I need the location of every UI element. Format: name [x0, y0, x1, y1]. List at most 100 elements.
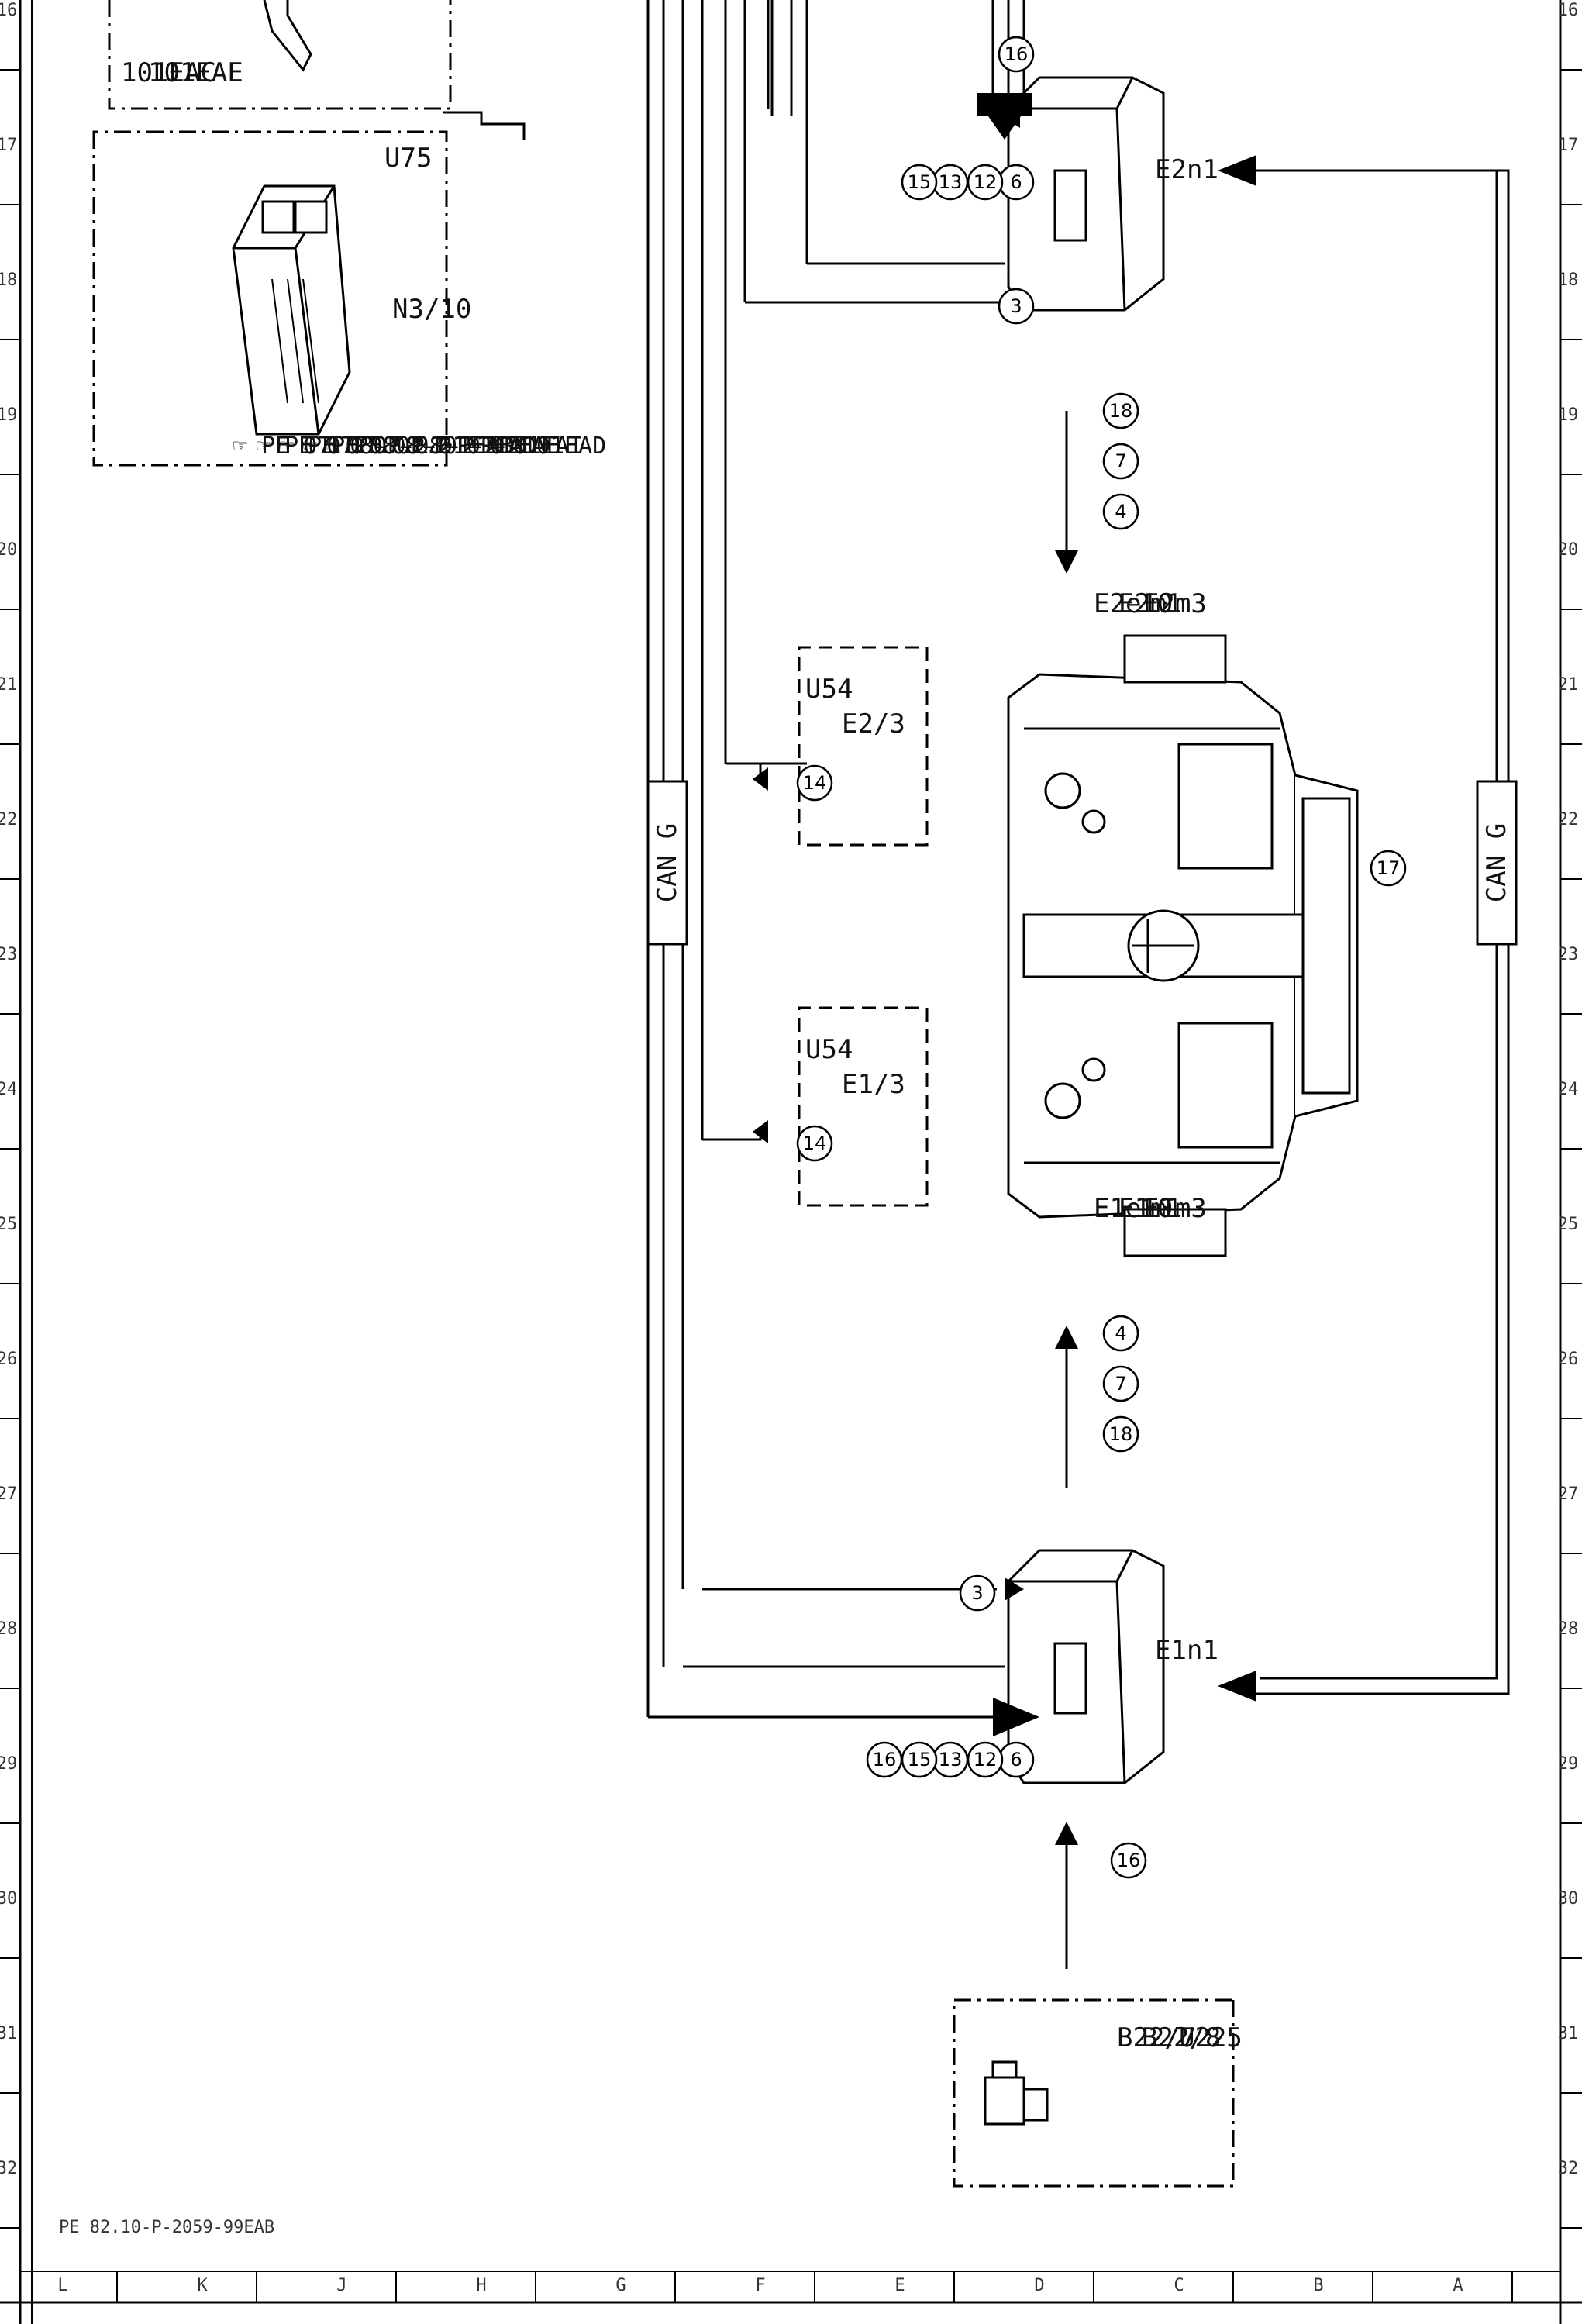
can-line-top [1245, 169, 1510, 781]
row-scale: 1616171718181919202021212222232324242525… [0, 1, 1582, 2229]
row-number-right: 22 [1558, 810, 1579, 829]
svg-text:12: 12 [974, 171, 998, 193]
column-letter: H [476, 2276, 486, 2295]
doc-id-text: PE 82.10-P-2059-99EAB [59, 2218, 274, 2237]
row-number-left: 28 [0, 1619, 17, 1639]
row-number-right: 32 [1558, 2159, 1579, 2178]
e1n1-out-4: 4 [1102, 1315, 1139, 1352]
u225-component: B22/7 [1117, 2022, 1196, 2053]
column-letter: F [755, 2276, 765, 2295]
can-g-left: CAN G [646, 780, 688, 946]
e1n1-input-bus-arrow [993, 1698, 1039, 1736]
e2n1-input-numbers: 16 6 12 13 15 3 [901, 36, 1035, 325]
top-left-line-1: 101EAC [121, 57, 216, 88]
row-number-right: 23 [1558, 945, 1579, 964]
u54-left-box [702, 1006, 929, 1207]
e2n1-input-13: 13 [932, 164, 969, 201]
ref-entry: ☞ PE 07.08-P-2101EAF [280, 433, 560, 460]
row-number-left: 20 [0, 540, 17, 560]
car-front-icon [1007, 634, 1359, 1257]
svg-text:12: 12 [974, 1749, 998, 1771]
row-number-left: 18 [0, 271, 17, 290]
e1n1-input-6: 6 [998, 1741, 1035, 1778]
svg-text:15: 15 [908, 171, 932, 193]
e1n1-input-wires [648, 1588, 1005, 1719]
row-number-left: 21 [0, 675, 17, 695]
svg-text:13: 13 [939, 1749, 963, 1771]
car-number: 17 [1370, 850, 1407, 887]
top-left-line-2: 101EAE [148, 57, 243, 88]
column-letter: E [894, 2276, 905, 2295]
e2n1-input-12: 12 [967, 164, 1004, 201]
n3-10-label: N3/10 [392, 294, 471, 325]
ecu-part-icon [263, 0, 312, 72]
e2n1-out-18: 18 [1102, 392, 1139, 429]
row-number-left: 19 [0, 405, 17, 425]
row-number-right: 28 [1558, 1619, 1579, 1639]
row-number-right: 16 [1558, 1, 1579, 20]
column-letter: D [1034, 2276, 1044, 2295]
u225-tag: U225 [1179, 2022, 1243, 2053]
row-number-left: 31 [0, 2024, 17, 2043]
can-g-right: CAN G [1476, 780, 1518, 946]
u54-right-box [726, 646, 929, 847]
u54-left-num: 14 [796, 1125, 833, 1162]
u54-right-tag: U54 [805, 674, 853, 705]
row-number-left: 32 [0, 2159, 17, 2178]
row-number-right: 26 [1558, 1350, 1579, 1369]
text-layer: PE 82.10-P-2059-99EAB101EAC101EAEU75N3/1… [59, 57, 1243, 2237]
row-number-left: 22 [0, 810, 17, 829]
e2n1-input-15: 15 [901, 164, 938, 201]
arrow-to-e2n1 [1218, 155, 1256, 186]
svg-text:3: 3 [1010, 295, 1022, 317]
e1-3-label: E1/3 [842, 1069, 905, 1100]
ref-entry: ☞ PE 07.08-P-2101EAD [257, 433, 536, 460]
svg-text:18: 18 [1109, 1423, 1133, 1445]
e1n1-input-15: 15 [901, 1741, 938, 1778]
row-number-right: 18 [1558, 271, 1579, 290]
e1n1-out-18: 18 [1102, 1415, 1139, 1453]
svg-text:15: 15 [908, 1749, 932, 1771]
ref-entry: ☞ PE 07.08-P-2101EAI [303, 433, 583, 460]
sensor-icon [984, 2060, 1049, 2126]
row-number-right: 21 [1558, 675, 1579, 695]
ref-entry: ☞ PE 07.08-P-2101EAB [233, 433, 513, 460]
svg-text:13: 13 [939, 171, 963, 193]
svg-text:4: 4 [1115, 1322, 1126, 1344]
column-letter: L [57, 2276, 67, 2295]
svg-text:16: 16 [873, 1749, 897, 1771]
can-g-label-left: CAN G [652, 823, 683, 902]
arrow-to-e1n1 [1218, 1671, 1256, 1702]
svg-text:7: 7 [1115, 1373, 1126, 1395]
u54-left-tag: U54 [805, 1034, 853, 1065]
svg-text:17: 17 [1377, 857, 1401, 879]
can-line-bottom [1241, 944, 1510, 1695]
column-letter: K [197, 2276, 208, 2295]
e1n1-module: E1n1 [1007, 1549, 1218, 1784]
e1n1-icon [1007, 1549, 1165, 1784]
column-letter: C [1174, 2276, 1184, 2295]
e2n1-lamp: E2m3 [1143, 588, 1207, 619]
can-g-label-right: CAN G [1481, 823, 1512, 902]
row-number-left: 17 [0, 136, 17, 155]
column-letter: J [336, 2276, 346, 2295]
ref-entry: ☞ PE 07.61-P-2101EAD [326, 433, 606, 460]
svg-text:16: 16 [1005, 43, 1029, 65]
e1n1-input-12: 12 [967, 1741, 1004, 1778]
svg-text:3: 3 [971, 1582, 983, 1604]
svg-text:7: 7 [1115, 450, 1126, 472]
row-number-right: 25 [1558, 1215, 1579, 1234]
e1n1-input-3: 3 [959, 1574, 996, 1612]
e2n1-lamp: E2e10 [1094, 588, 1173, 619]
e2n1-lamp: E2m1 [1118, 588, 1182, 619]
e1n1-lamp: E1e10 [1094, 1193, 1173, 1224]
svg-text:4: 4 [1115, 501, 1126, 522]
svg-text:6: 6 [1010, 171, 1022, 193]
u75-box [92, 111, 526, 467]
row-number-right: 24 [1558, 1080, 1579, 1099]
